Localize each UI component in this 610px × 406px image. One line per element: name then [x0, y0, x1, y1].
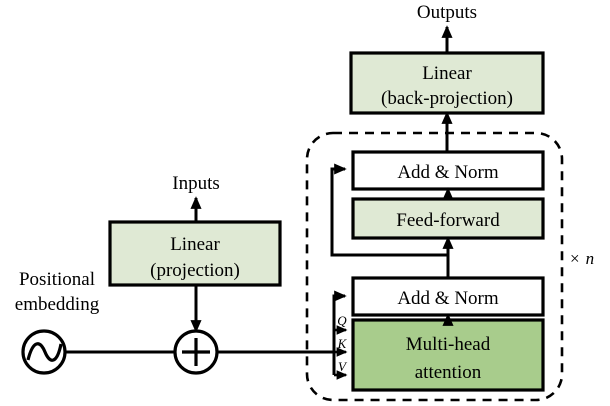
block-multi-head-attention-line1: Multi-head: [406, 334, 491, 355]
block-linear-back-projection: Linear (back-projection): [349, 51, 545, 115]
block-feed-forward-label: Feed-forward: [396, 210, 500, 231]
block-feed-forward-box: [351, 197, 545, 240]
key-label: K: [337, 336, 348, 351]
residual-connection-feedforward: [330, 163, 448, 257]
block-linear-back-projection-line1: Linear: [422, 63, 472, 84]
block-add-norm-bottom: Add & Norm: [351, 276, 545, 317]
block-multi-head-attention: Multi-head attention: [351, 318, 545, 392]
positional-embedding-label-line2: embedding: [15, 294, 100, 315]
block-linear-projection: Linear (projection): [108, 220, 282, 287]
positional-embedding-label-line1: Positional: [19, 269, 95, 290]
block-linear-projection-box: [108, 220, 282, 287]
repeat-multiplier: ×n: [570, 249, 594, 268]
repeat-multiplier-symbol: ×: [570, 249, 580, 268]
block-add-norm-bottom-label: Add & Norm: [397, 288, 499, 309]
sine-wave-icon-wave: [26, 342, 63, 362]
block-linear-projection-line1: Linear: [170, 234, 220, 255]
block-add-norm-top-box: [351, 150, 545, 191]
block-linear-back-projection-line2: (back-projection): [381, 88, 513, 109]
block-linear-projection-line2: (projection): [150, 260, 240, 281]
query-label: Q: [337, 313, 347, 328]
value-label: V: [338, 359, 348, 374]
inputs-label: Inputs: [172, 173, 220, 194]
block-add-norm-top: Add & Norm: [351, 150, 545, 191]
block-add-norm-top-label: Add & Norm: [397, 162, 499, 183]
block-feed-forward: Feed-forward: [351, 197, 545, 240]
block-multi-head-attention-box: [351, 318, 545, 392]
repeat-multiplier-count: n: [586, 249, 595, 268]
outputs-label: Outputs: [417, 2, 477, 23]
encoder-block-dashed-container: [305, 131, 564, 402]
block-multi-head-attention-line2: attention: [415, 362, 482, 383]
block-linear-back-projection-box: [349, 51, 545, 115]
